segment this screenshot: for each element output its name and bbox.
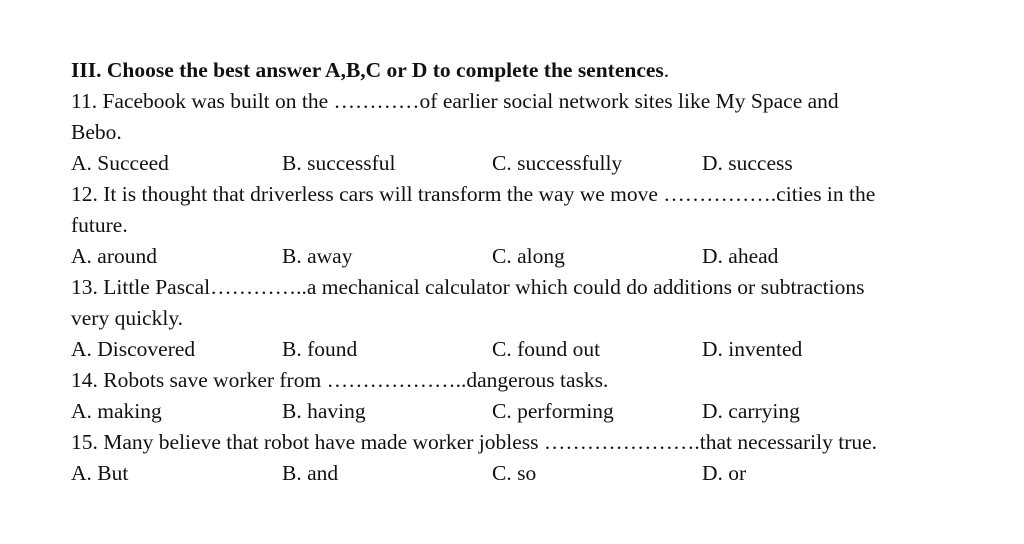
question-13: 13. Little Pascal…………..a mechanical calc… — [71, 272, 971, 365]
question-12-line-2: future. — [71, 213, 128, 237]
option-b: B. successful — [282, 151, 396, 175]
question-14-line-1: 14. Robots save worker from ………………..dang… — [71, 368, 609, 392]
option-d: D. invented — [702, 337, 803, 361]
question-14: 14. Robots save worker from ………………..dang… — [71, 365, 971, 427]
option-b: B. away — [282, 244, 353, 268]
question-12-line-1: 12. It is thought that driverless cars w… — [71, 182, 876, 206]
option-d: D. success — [702, 151, 793, 175]
exercise-sheet: III. Choose the best answer A,B,C or D t… — [71, 55, 971, 489]
question-11: 11. Facebook was built on the …………of ear… — [71, 86, 971, 179]
section-heading: III. Choose the best answer A,B,C or D t… — [71, 55, 971, 86]
question-15: 15. Many believe that robot have made wo… — [71, 427, 971, 489]
option-c: C. along — [492, 244, 565, 268]
option-b: B. and — [282, 461, 339, 485]
option-a: A. Succeed — [71, 151, 169, 175]
question-11-line-1: 11. Facebook was built on the …………of ear… — [71, 89, 839, 113]
option-c: C. found out — [492, 337, 601, 361]
option-a: A. But — [71, 461, 129, 485]
option-c: C. performing — [492, 399, 614, 423]
question-13-line-2: very quickly. — [71, 306, 184, 330]
section-heading-text: III. Choose the best answer A,B,C or D t… — [71, 58, 664, 82]
option-a: A. around — [71, 244, 157, 268]
question-13-line-1: 13. Little Pascal…………..a mechanical calc… — [71, 275, 865, 299]
option-d: D. or — [702, 461, 747, 485]
question-13-options: A. Discovered B. found C. found out D. i… — [71, 334, 971, 365]
option-c: C. successfully — [492, 151, 623, 175]
option-a: A. Discovered — [71, 337, 196, 361]
option-b: B. found — [282, 337, 358, 361]
question-11-options: A. Succeed B. successful C. successfully… — [71, 148, 971, 179]
option-b: B. having — [282, 399, 366, 423]
question-14-options: A. making B. having C. performing D. car… — [71, 396, 971, 427]
question-12-options: A. around B. away C. along D. ahead — [71, 241, 971, 272]
option-d: D. ahead — [702, 244, 779, 268]
question-11-line-2: Bebo. — [71, 120, 122, 144]
option-d: D. carrying — [702, 399, 800, 423]
option-a: A. making — [71, 399, 162, 423]
option-c: C. so — [492, 461, 537, 485]
section-heading-period: . — [663, 58, 670, 82]
question-12: 12. It is thought that driverless cars w… — [71, 179, 971, 272]
question-15-options: A. But B. and C. so D. or — [71, 458, 971, 489]
question-15-line-1: 15. Many believe that robot have made wo… — [71, 430, 878, 454]
